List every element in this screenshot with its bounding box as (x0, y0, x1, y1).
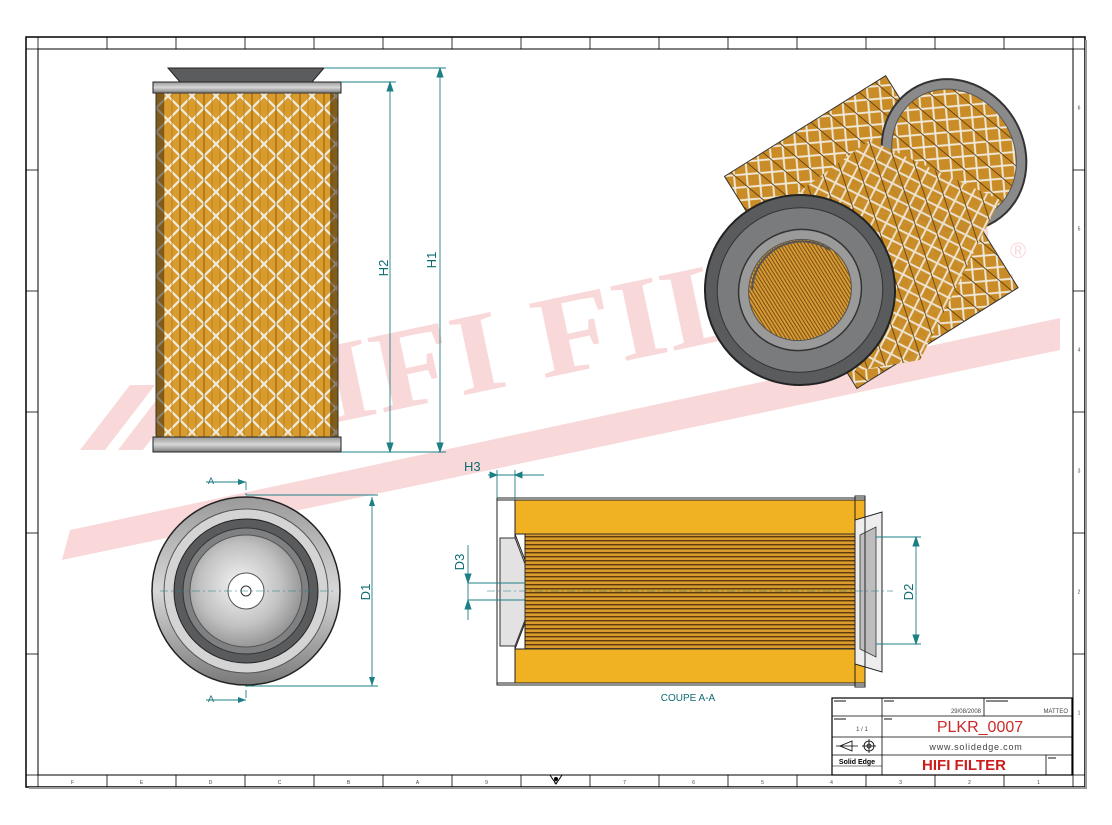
frame-column-label: 9 (485, 780, 488, 786)
frame-column-label: D (209, 780, 213, 786)
frame-column-label: F (71, 780, 74, 786)
title-block-date: 29/08/2008 (951, 709, 982, 715)
frame-column-label: 5 (761, 780, 764, 786)
frame-column-label: 3 (899, 780, 902, 786)
title-block-part-number: PLKR_0007 (937, 719, 1023, 736)
frame-row-label: 5 (1078, 227, 1081, 233)
registered-mark: ® (1010, 238, 1026, 263)
dimension-d1-label: D1 (358, 584, 373, 601)
frame-column-label: 6 (692, 780, 695, 786)
title-block-website: www.solidedge.com (928, 742, 1022, 752)
title-block: 29/08/2008 MATTEO 1 / 1 PLKR_0007 www.so… (831, 697, 1073, 776)
frame-column-label: 7 (623, 780, 626, 786)
frame-row-label: 4 (1078, 348, 1081, 354)
frame-column-label: B (347, 780, 351, 786)
filter-isometric-view (704, 75, 1028, 390)
title-block-company: HIFI FILTER (922, 757, 1006, 774)
section-dimension-lines (464, 470, 921, 646)
dimension-d3-label: D3 (452, 554, 467, 571)
section-caption: COUPE A-A (661, 693, 716, 704)
frame-column-label: C (278, 780, 282, 786)
title-block-software: Solid Edge (839, 759, 875, 766)
frame-column-label: 1 (1037, 780, 1040, 786)
section-marker-top: A (208, 476, 214, 486)
frame-row-label: 3 (1078, 469, 1081, 475)
frame-column-label: 4 (830, 780, 833, 786)
dimension-d2-label: D2 (901, 584, 916, 601)
title-block-author: MATTEO (1043, 709, 1068, 715)
frame-row-label: 2 (1078, 590, 1081, 596)
section-marker-bottom: A (208, 694, 214, 704)
frame-row-label: 1 (1078, 711, 1081, 717)
projection-symbol-icon (836, 739, 876, 753)
filter-front-view (152, 67, 342, 453)
frame-column-label: A (416, 780, 420, 786)
frame-column-label: E (140, 780, 144, 786)
frame-column-label: 2 (968, 780, 971, 786)
dimension-h3-label: H3 (464, 459, 481, 474)
dimension-h1-label: H1 (424, 252, 439, 269)
filter-top-view: A A (151, 476, 378, 704)
frame-row-label: 6 (1078, 106, 1081, 112)
center-marker-icon (549, 774, 563, 785)
dimension-h2-label: H2 (376, 260, 391, 277)
dimension-h-lines (324, 66, 446, 454)
title-block-sheet: 1 / 1 (856, 727, 868, 733)
filter-section-view (487, 495, 893, 688)
